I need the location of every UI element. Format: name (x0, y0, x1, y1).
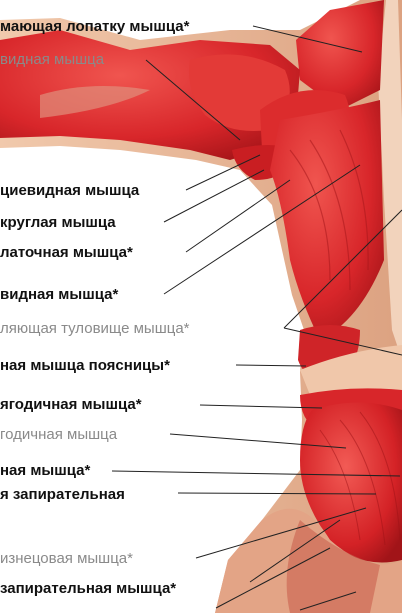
label-obturator: я запирательная (0, 486, 125, 503)
label-levator-scapulae: мающая лопатку мышца* (0, 18, 189, 35)
label-gluteus-medius: ягодичная мышца* (0, 396, 142, 413)
label-teres: круглая мышца (0, 214, 116, 231)
label-infraspinatus: циевидная мышца (0, 182, 139, 199)
label-quadratus-femoris: изнецовая мышца* (0, 550, 133, 567)
label-obturator-internus: запирательная мышца* (0, 580, 176, 597)
label-rhomboid: видная мышца* (0, 286, 118, 303)
label-deltoid: видная мышца (0, 51, 104, 68)
label-piriformis: ная мышца* (0, 462, 90, 479)
label-quadratus-lumborum: ная мышца поясницы* (0, 357, 170, 374)
label-gluteus-maximus: годичная мышца (0, 426, 117, 443)
label-latissimus: латочная мышца* (0, 244, 133, 261)
label-erector-spinae: ляющая туловище мышца* (0, 320, 190, 337)
